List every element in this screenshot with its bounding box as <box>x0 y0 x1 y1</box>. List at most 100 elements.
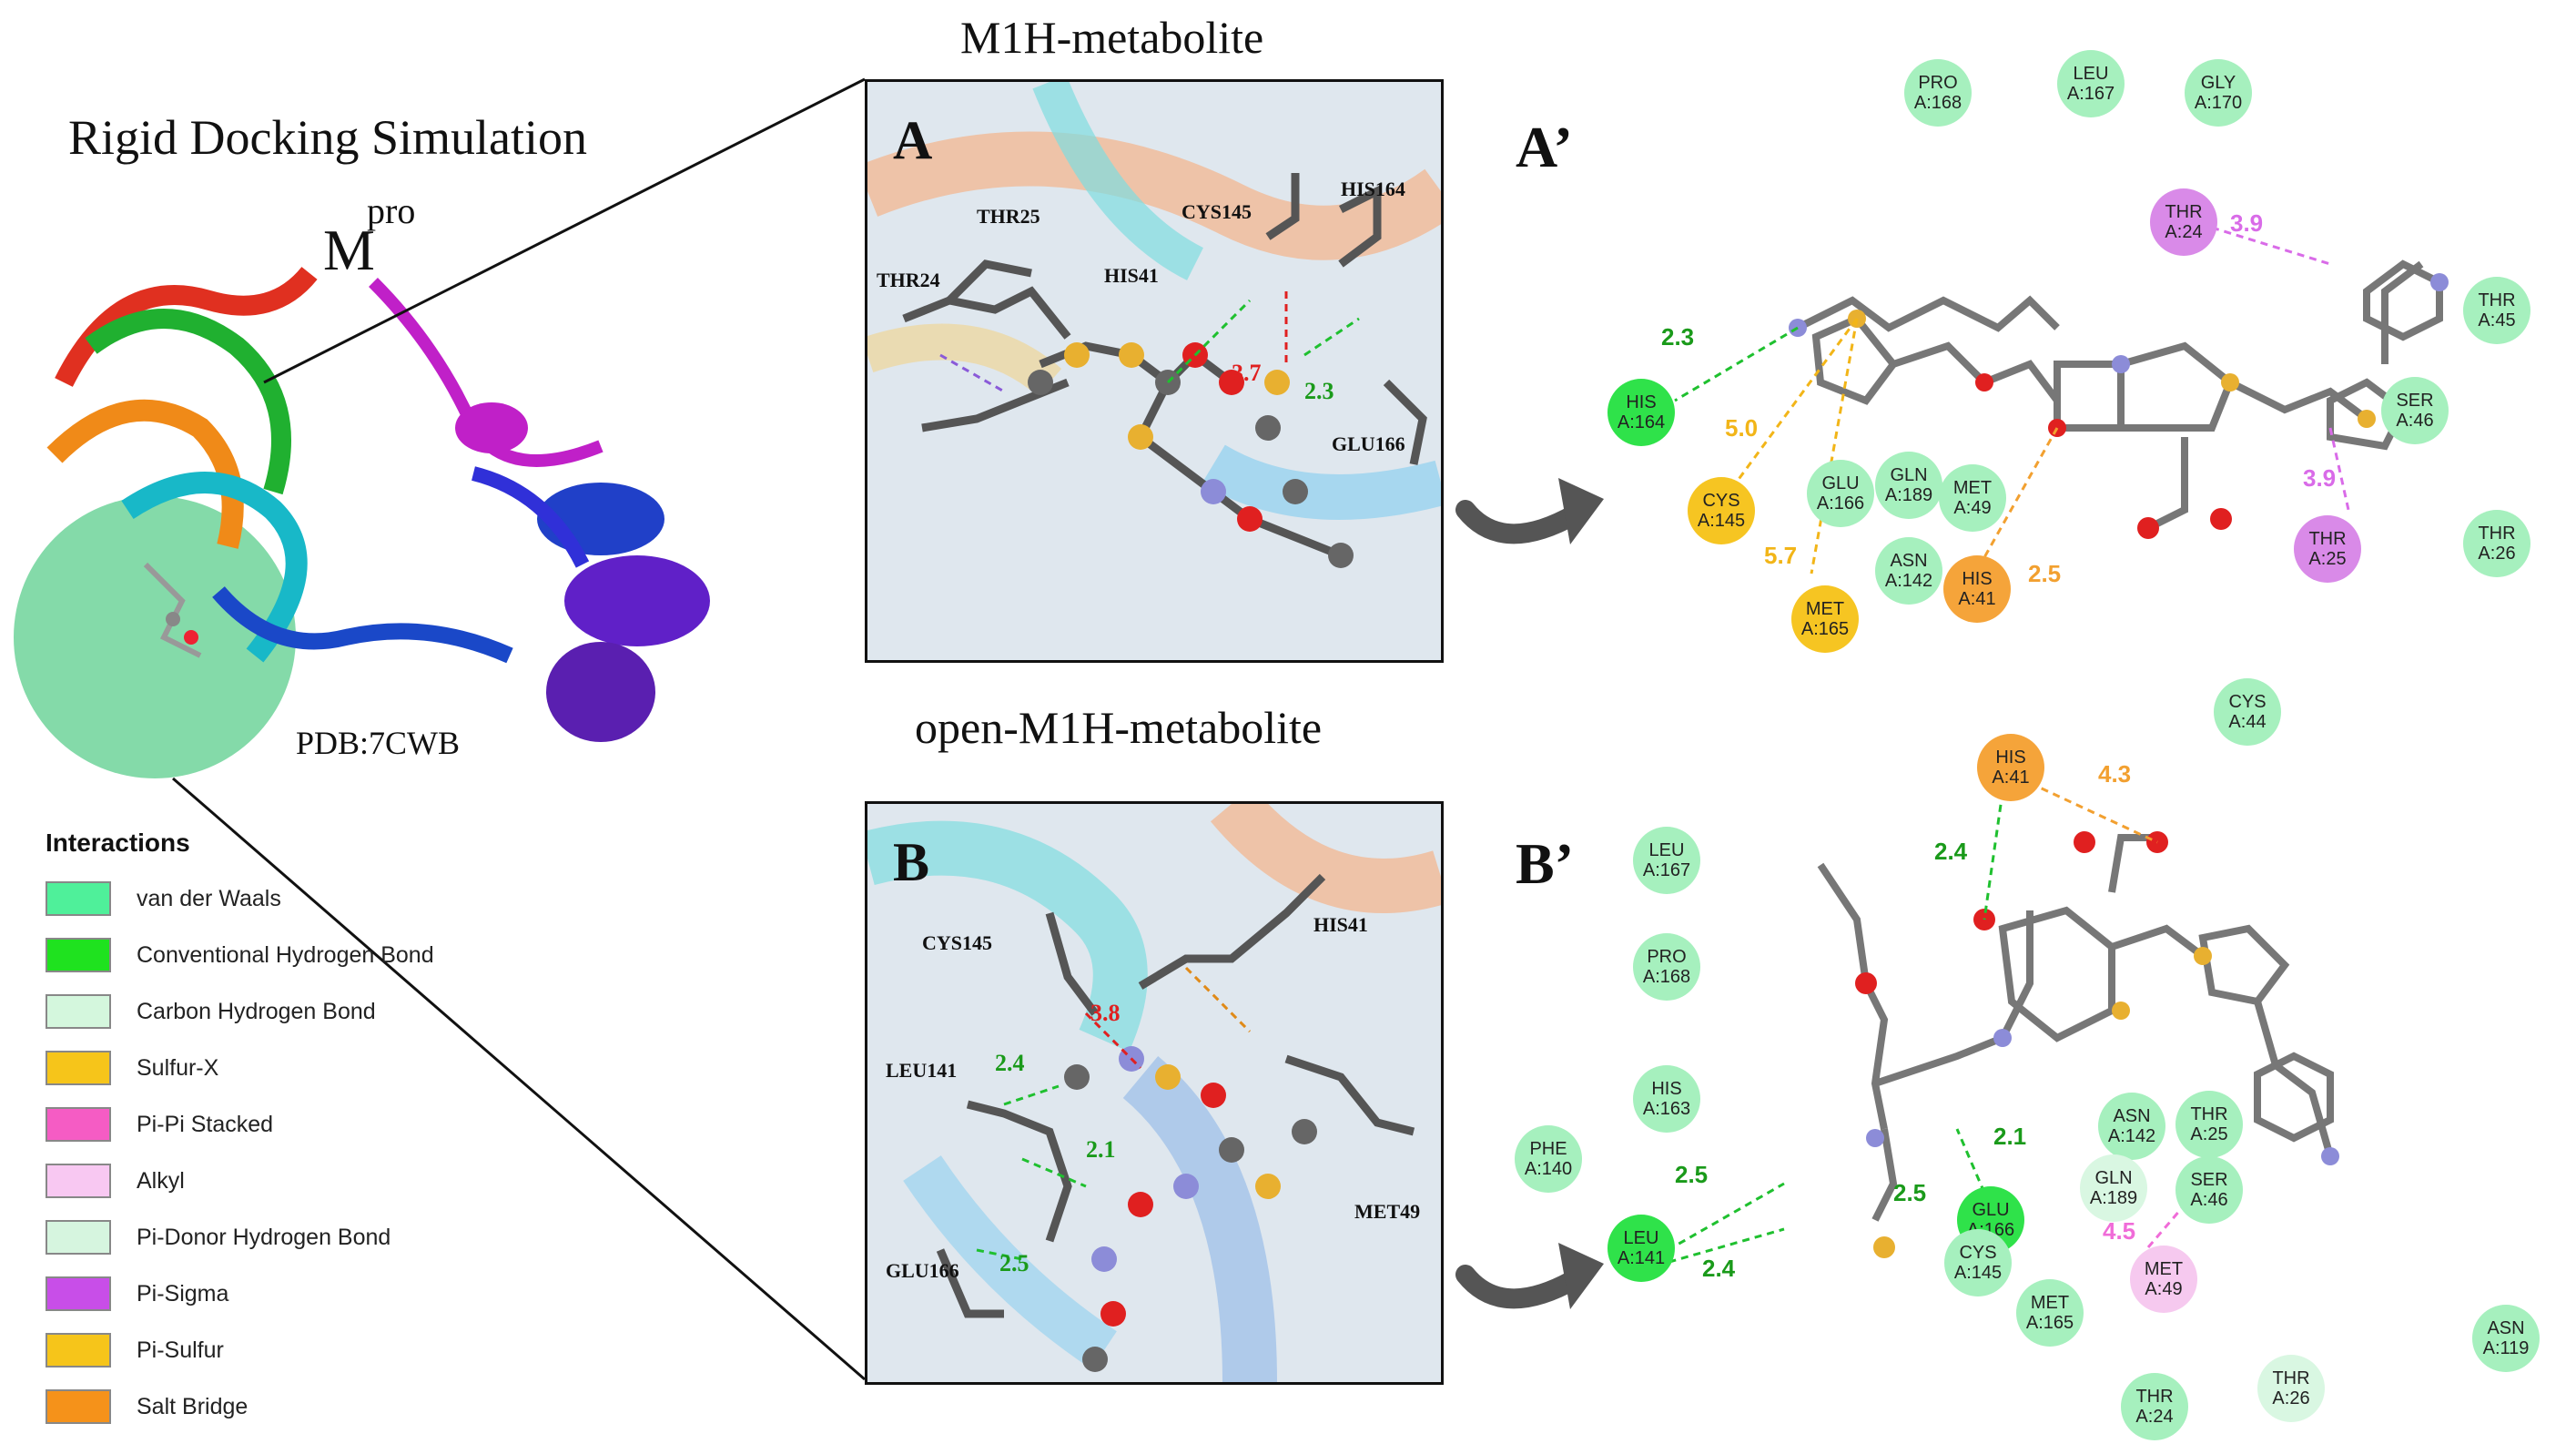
distance-label: 3.9 <box>2303 464 2337 492</box>
legend-swatch <box>46 994 111 1029</box>
protein-label-superscript: pro <box>367 190 416 231</box>
arrow-a <box>1455 500 1585 544</box>
interaction-lines-a <box>1674 226 2350 574</box>
legend-label: Sulfur-X <box>137 1054 219 1081</box>
legend-label: Pi-Donor Hydrogen Bond <box>137 1224 391 1250</box>
residue-label: GLU166 <box>1332 432 1405 455</box>
panel-a-3d-view: A THR25 CYS145 HIS164 THR24 HIS41 GLU166… <box>865 79 1444 663</box>
zoom-line-bottom <box>172 777 866 1381</box>
distance-label: 2.4 <box>995 1050 1025 1076</box>
legend-item: van der Waals <box>46 870 519 927</box>
pdb-id: PDB:7CWB <box>296 725 461 761</box>
residue-label: LEU141 <box>886 1059 958 1082</box>
legend-label: van der Waals <box>137 885 281 911</box>
distance-label: 2.4 <box>1934 838 1968 865</box>
legend-swatch <box>46 1220 111 1255</box>
legend-label: Conventional Hydrogen Bond <box>137 941 434 968</box>
residue-label: GLU166 <box>886 1259 959 1282</box>
legend-label: Pi-Pi Stacked <box>137 1111 274 1137</box>
distance-label: 2.5 <box>999 1250 1029 1276</box>
legend-swatch <box>46 1276 111 1311</box>
distance-label: 2.1 <box>1086 1136 1116 1163</box>
distance-label: 5.7 <box>1764 542 1798 569</box>
distance-label: 2.4 <box>1702 1255 1736 1282</box>
residue-label: CYS145 <box>922 931 993 954</box>
distance-label: 3.8 <box>1090 1000 1121 1026</box>
legend-swatch <box>46 1164 111 1198</box>
distance-label: 2.3 <box>1661 323 1695 351</box>
ligand-atoms-a <box>1789 273 2449 539</box>
legend-item: Pi-Donor Hydrogen Bond <box>46 1209 519 1266</box>
map-b-letter: B’ <box>1516 831 1574 896</box>
panel-a-letter: A <box>893 110 933 170</box>
residue-label: THR24 <box>877 269 940 291</box>
distance-label: 2.1 <box>1993 1123 2027 1150</box>
legend-item: Pi-Sulfur <box>46 1322 519 1378</box>
panel-b-letter: B <box>893 832 930 892</box>
legend-swatch <box>46 1389 111 1424</box>
distance-label: 2.5 <box>1675 1161 1709 1188</box>
distance-label: 4.3 <box>2098 760 2132 788</box>
distance-label: 5.0 <box>1725 414 1759 442</box>
legend-swatch <box>46 1051 111 1085</box>
distance-label: 2.5 <box>2028 560 2062 587</box>
panel-b-3d-view: B CYS145 HIS41 LEU141 GLU166 MET49 3.8 2… <box>865 801 1444 1385</box>
panel-a-heading: M1H-metabolite <box>960 12 1264 63</box>
panel-a-render <box>867 82 1441 568</box>
legend-swatch <box>46 881 111 916</box>
protein-cartoon <box>14 266 710 778</box>
legend-item: Carbon Hydrogen Bond <box>46 983 519 1040</box>
residue-label: HIS41 <box>1313 913 1368 936</box>
zoom-line-top <box>263 77 866 384</box>
residue-label: THR25 <box>977 205 1040 228</box>
ligand-2d-b <box>1817 834 2334 1222</box>
legend-swatch <box>46 1333 111 1368</box>
residue-label: CYS145 <box>1182 200 1253 223</box>
legend-label: Carbon Hydrogen Bond <box>137 998 376 1024</box>
residue-label: HIS41 <box>1104 264 1159 287</box>
map-a-letter: A’ <box>1516 115 1573 179</box>
residue-label: HIS164 <box>1341 178 1405 200</box>
distance-label: 3.9 <box>2230 209 2264 237</box>
legend-item: Conventional Hydrogen Bond <box>46 927 519 983</box>
distance-label: 2.3 <box>1304 378 1334 404</box>
legend-item: Sulfur-X <box>46 1040 519 1096</box>
legend-item: Pi-Sigma <box>46 1266 519 1322</box>
legend-label: Alkyl <box>137 1167 185 1194</box>
legend-label: Pi-Sigma <box>137 1280 229 1307</box>
legend-swatch <box>46 1107 111 1142</box>
legend-item: Salt Bridge <box>46 1378 519 1435</box>
distance-label: 3.7 <box>1232 360 1262 386</box>
ligand-atoms-b <box>1855 831 2339 1258</box>
legend-item: Alkyl <box>46 1153 519 1209</box>
